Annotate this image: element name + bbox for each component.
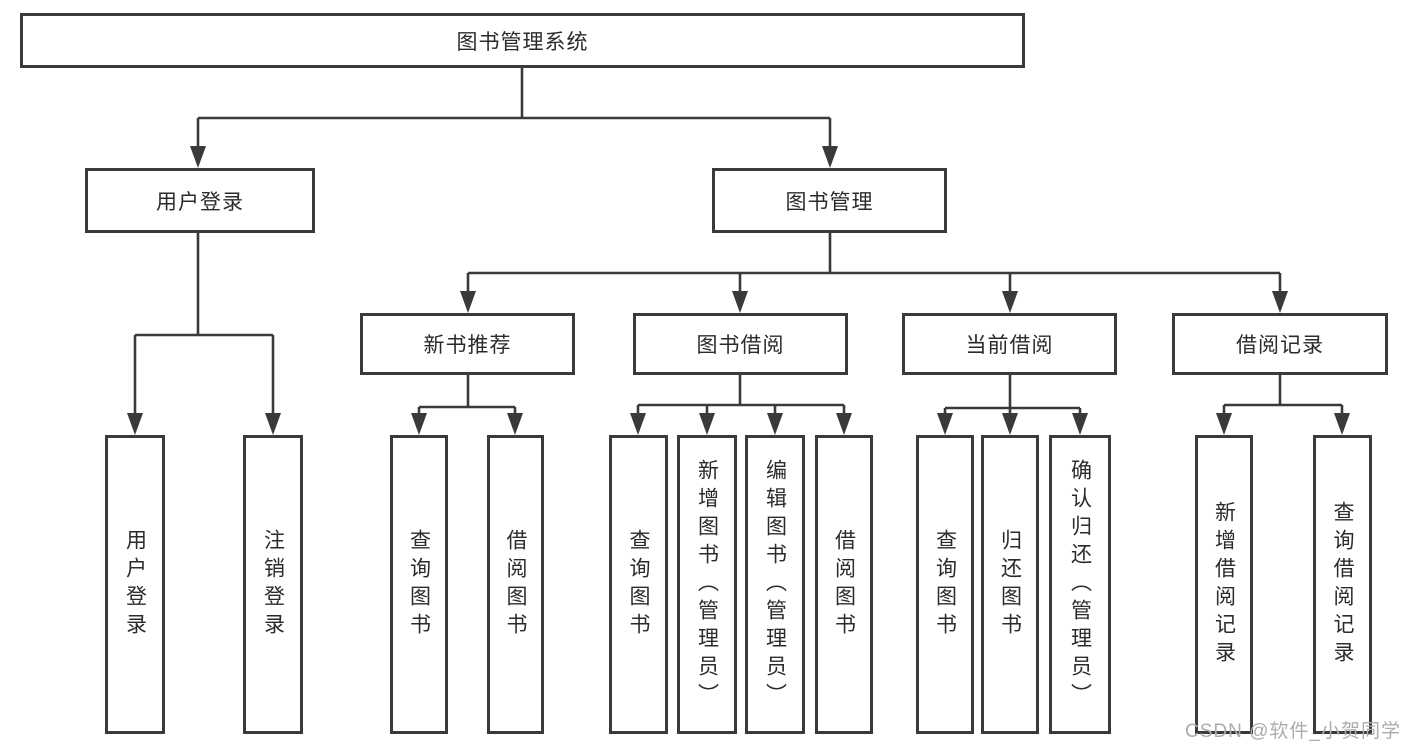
- node-label: 图书管理: [785, 190, 874, 214]
- node-borrowing-records: 借阅记录: [1172, 313, 1388, 375]
- csdn-watermark: CSDN @软件_小贺同学: [1185, 721, 1401, 742]
- leaf-edit-books-admin: 编辑图书（管理员）: [745, 435, 805, 734]
- node-label: 新增借阅记录: [1212, 500, 1236, 669]
- leaf-borrow-books-1: 借阅图书: [487, 435, 544, 734]
- node-label: 确认归还（管理员）: [1068, 458, 1092, 711]
- leaf-return-books: 归还图书: [981, 435, 1039, 734]
- leaf-add-books-admin: 新增图书（管理员）: [677, 435, 737, 734]
- leaf-add-borrow-record: 新增借阅记录: [1195, 435, 1253, 734]
- node-label: 新书推荐: [423, 334, 512, 357]
- node-label: 用户登录: [156, 190, 244, 214]
- node-label: 借阅记录: [1236, 334, 1324, 357]
- node-user-login-branch: 用户登录: [85, 168, 315, 233]
- node-current-borrowing: 当前借阅: [902, 313, 1117, 375]
- node-label: 归还图书: [998, 528, 1022, 641]
- node-label: 新增图书（管理员）: [695, 458, 719, 711]
- leaf-query-books-3: 查询图书: [916, 435, 974, 734]
- leaf-query-books-1: 查询图书: [390, 435, 448, 734]
- leaf-user-login: 用户登录: [105, 435, 165, 734]
- leaf-query-books-2: 查询图书: [609, 435, 668, 734]
- node-label: 借阅图书: [504, 528, 527, 641]
- node-label: 查询图书: [407, 528, 431, 641]
- node-label: 借阅图书: [832, 528, 856, 641]
- node-new-book-recommendation: 新书推荐: [360, 313, 575, 375]
- node-book-borrowing: 图书借阅: [633, 313, 848, 375]
- leaf-logout: 注销登录: [243, 435, 303, 734]
- node-label: 编辑图书（管理员）: [763, 458, 787, 711]
- node-label: 当前借阅: [965, 334, 1054, 357]
- node-label: 图书借阅: [696, 334, 785, 357]
- node-label: 查询图书: [933, 528, 957, 641]
- node-label: 图书管理系统: [456, 30, 589, 54]
- leaf-borrow-books-2: 借阅图书: [815, 435, 873, 734]
- node-root-library-system: 图书管理系统: [20, 13, 1025, 68]
- node-label: 查询图书: [627, 528, 650, 641]
- node-book-management-branch: 图书管理: [712, 168, 947, 233]
- leaf-query-borrow-record: 查询借阅记录: [1313, 435, 1372, 734]
- node-label: 注销登录: [261, 528, 285, 641]
- leaf-confirm-return-admin: 确认归还（管理员）: [1049, 435, 1111, 734]
- node-label: 查询借阅记录: [1331, 500, 1354, 669]
- node-label: 用户登录: [123, 528, 147, 641]
